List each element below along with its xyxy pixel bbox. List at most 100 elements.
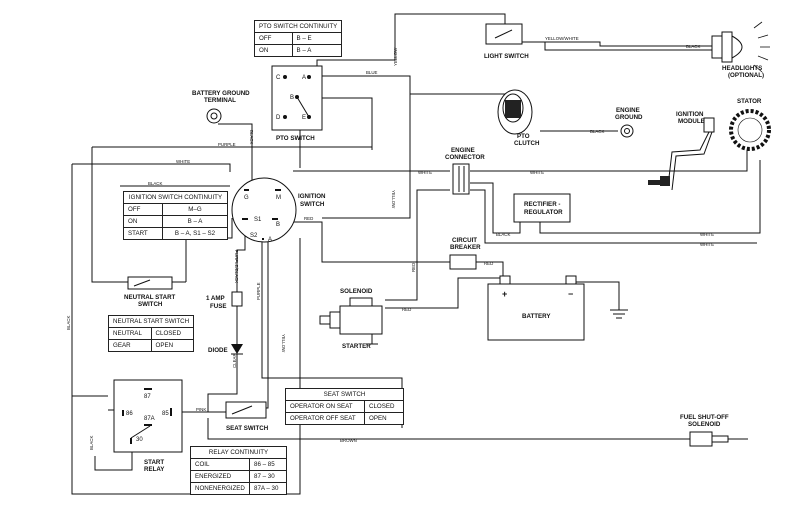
diode-label: DIODE	[208, 347, 228, 354]
pto-terminal-d: D	[276, 115, 281, 121]
wire-label-red-breaker: RED	[484, 261, 493, 266]
ignition-switch	[231, 177, 297, 243]
wire-label-purple-top: PURPLE	[218, 142, 236, 147]
table-cell: M–G	[162, 203, 228, 216]
wire-label-white-rect: WHITE	[700, 232, 714, 237]
headlights-label: HEADLIGHTS	[722, 65, 762, 72]
diode	[231, 344, 243, 355]
table-row: START B – A, S1 – S2	[123, 227, 228, 240]
pto-switch	[271, 65, 323, 131]
headlights-optional-label: (OPTIONAL)	[728, 72, 764, 79]
fuse-label-2: FUSE	[210, 303, 227, 310]
ignition-module-label-1: IGNITION	[676, 111, 704, 118]
wire-label-black-rect: BLACK	[496, 232, 510, 237]
table-row: ON B – A	[123, 215, 228, 228]
relay-continuity-table: RELAY CONTINUITY COIL 86 – 85 ENERGIZED …	[190, 446, 287, 495]
pto-switch-label: PTO SWITCH	[276, 135, 315, 142]
table-cell: ENERGIZED	[190, 470, 250, 483]
battery-ground-terminal	[206, 108, 222, 124]
table-cell: B – E	[291, 32, 343, 45]
wire-label-blue: BLUE	[366, 70, 378, 75]
table-cell: OPERATOR OFF SEAT	[285, 412, 365, 425]
start-relay-label-1: START	[144, 459, 164, 466]
circuit-breaker	[449, 254, 477, 270]
wire-label-black-batt-ground: BLACK	[249, 130, 254, 144]
starter-ground	[366, 334, 378, 345]
fuse	[231, 291, 243, 307]
engine-ground-label-1: ENGINE	[616, 107, 640, 114]
wire-label-white-conn-right: WHITE	[530, 170, 544, 175]
table-cell: NEUTRAL	[108, 327, 152, 340]
starter-solenoid	[319, 297, 383, 335]
table-cell: B – A, S1 – S2	[162, 227, 228, 240]
stator	[729, 109, 771, 151]
light-switch	[485, 23, 523, 45]
table-row: GEAR OPEN	[108, 339, 195, 352]
start-relay-label-2: RELAY	[144, 466, 165, 473]
wire-label-brown: BROWN	[340, 438, 357, 443]
engine-connector-label-1: ENGINE	[451, 147, 475, 154]
solenoid-label: SOLENOID	[340, 288, 373, 295]
pto-table-title: PTO SWITCH CONTINUITY	[253, 20, 343, 33]
ignition-continuity-table: IGNITION SWITCH CONTINUITY OFF M–G ON B …	[123, 191, 228, 240]
battery-ground-label-2: TERMINAL	[204, 97, 236, 104]
light-switch-label: LIGHT SWITCH	[484, 53, 529, 60]
pto-terminal-a: A	[302, 75, 306, 81]
ignition-switch-label-1: IGNITION	[298, 193, 326, 200]
ignition-switch-label-2: SWITCH	[300, 201, 325, 208]
ignition-table-title: IGNITION SWITCH CONTINUITY	[123, 191, 228, 204]
wire-label-black-relay: BLACK	[89, 436, 94, 450]
pto-clutch-label-1: PTO	[517, 133, 530, 140]
ignition-terminal-g: G	[244, 195, 249, 201]
wire-label-yellow-ign-low: YELLOW	[281, 334, 286, 353]
wire-label-red-ign: RED	[304, 216, 313, 221]
seat-table-title: SEAT SWITCH	[285, 388, 404, 401]
ignition-terminal-a: A	[268, 237, 272, 243]
wire-label-purple-ign: PURPLE	[256, 282, 261, 300]
fuse-label-1: 1 AMP	[206, 295, 225, 302]
wire-label-clear: CLEAR	[232, 353, 237, 368]
engine-connector-label-2: CONNECTOR	[445, 154, 485, 161]
wire-label-purple-black: PURPLE/BLACK	[234, 250, 239, 283]
table-cell: 87 – 30	[249, 470, 287, 483]
relay-terminal-87: 87	[144, 394, 151, 400]
pto-terminal-e: E	[302, 115, 306, 121]
table-row: OFF B – E	[254, 32, 343, 45]
wire-label-black-headlight: BLACK	[686, 44, 700, 49]
table-cell: ON	[254, 44, 293, 57]
start-relay	[113, 379, 183, 453]
seat-switch-table: SEAT SWITCH OPERATOR ON SEAT CLOSED OPER…	[285, 388, 404, 425]
pto-continuity-table: PTO SWITCH CONTINUITY OFF B – E ON B – A	[253, 20, 343, 57]
rectifier-label-1: RECTIFIER -	[524, 201, 560, 208]
battery-ground-symbol	[610, 309, 628, 319]
table-cell: START	[123, 227, 163, 240]
neutral-table-title: NEUTRAL START SWITCH	[107, 315, 195, 328]
neutral-start-label-1: NEUTRAL START	[124, 294, 176, 301]
seat-switch-label: SEAT SWITCH	[226, 425, 269, 432]
neutral-start-label-2: SWITCH	[138, 301, 163, 308]
wire-label-yellow-white: YELLOW/WHITE	[545, 36, 579, 41]
wire-label-black-clutch: BLACK	[590, 129, 604, 134]
table-cell: CLOSED	[150, 327, 195, 340]
table-cell: 87A – 30	[249, 482, 287, 495]
table-cell: CLOSED	[364, 400, 404, 413]
table-cell: GEAR	[108, 339, 152, 352]
circuit-breaker-label-2: BREAKER	[450, 244, 481, 251]
engine-ground-label-2: GROUND	[615, 114, 643, 121]
seat-switch-box	[225, 401, 267, 419]
table-cell: OPERATOR ON SEAT	[285, 400, 365, 413]
headlights	[711, 21, 770, 73]
table-row: OFF M–G	[123, 203, 228, 216]
fuel-shutoff-solenoid	[689, 431, 748, 447]
relay-terminal-87a: 87A	[144, 416, 155, 422]
table-row: NONENERGIZED 87A – 30	[190, 482, 287, 495]
table-row: OPERATOR ON SEAT CLOSED	[285, 400, 404, 413]
wire-label-yellow-top: YELLOW	[393, 47, 398, 66]
battery-minus-label: −	[568, 289, 573, 299]
wire-label-black-left: BLACK	[148, 181, 162, 186]
table-cell: COIL	[190, 458, 250, 471]
ignition-terminal-m: M	[276, 195, 281, 201]
rectifier-regulator	[513, 193, 571, 223]
wire-label-pink: PINK	[196, 407, 206, 412]
